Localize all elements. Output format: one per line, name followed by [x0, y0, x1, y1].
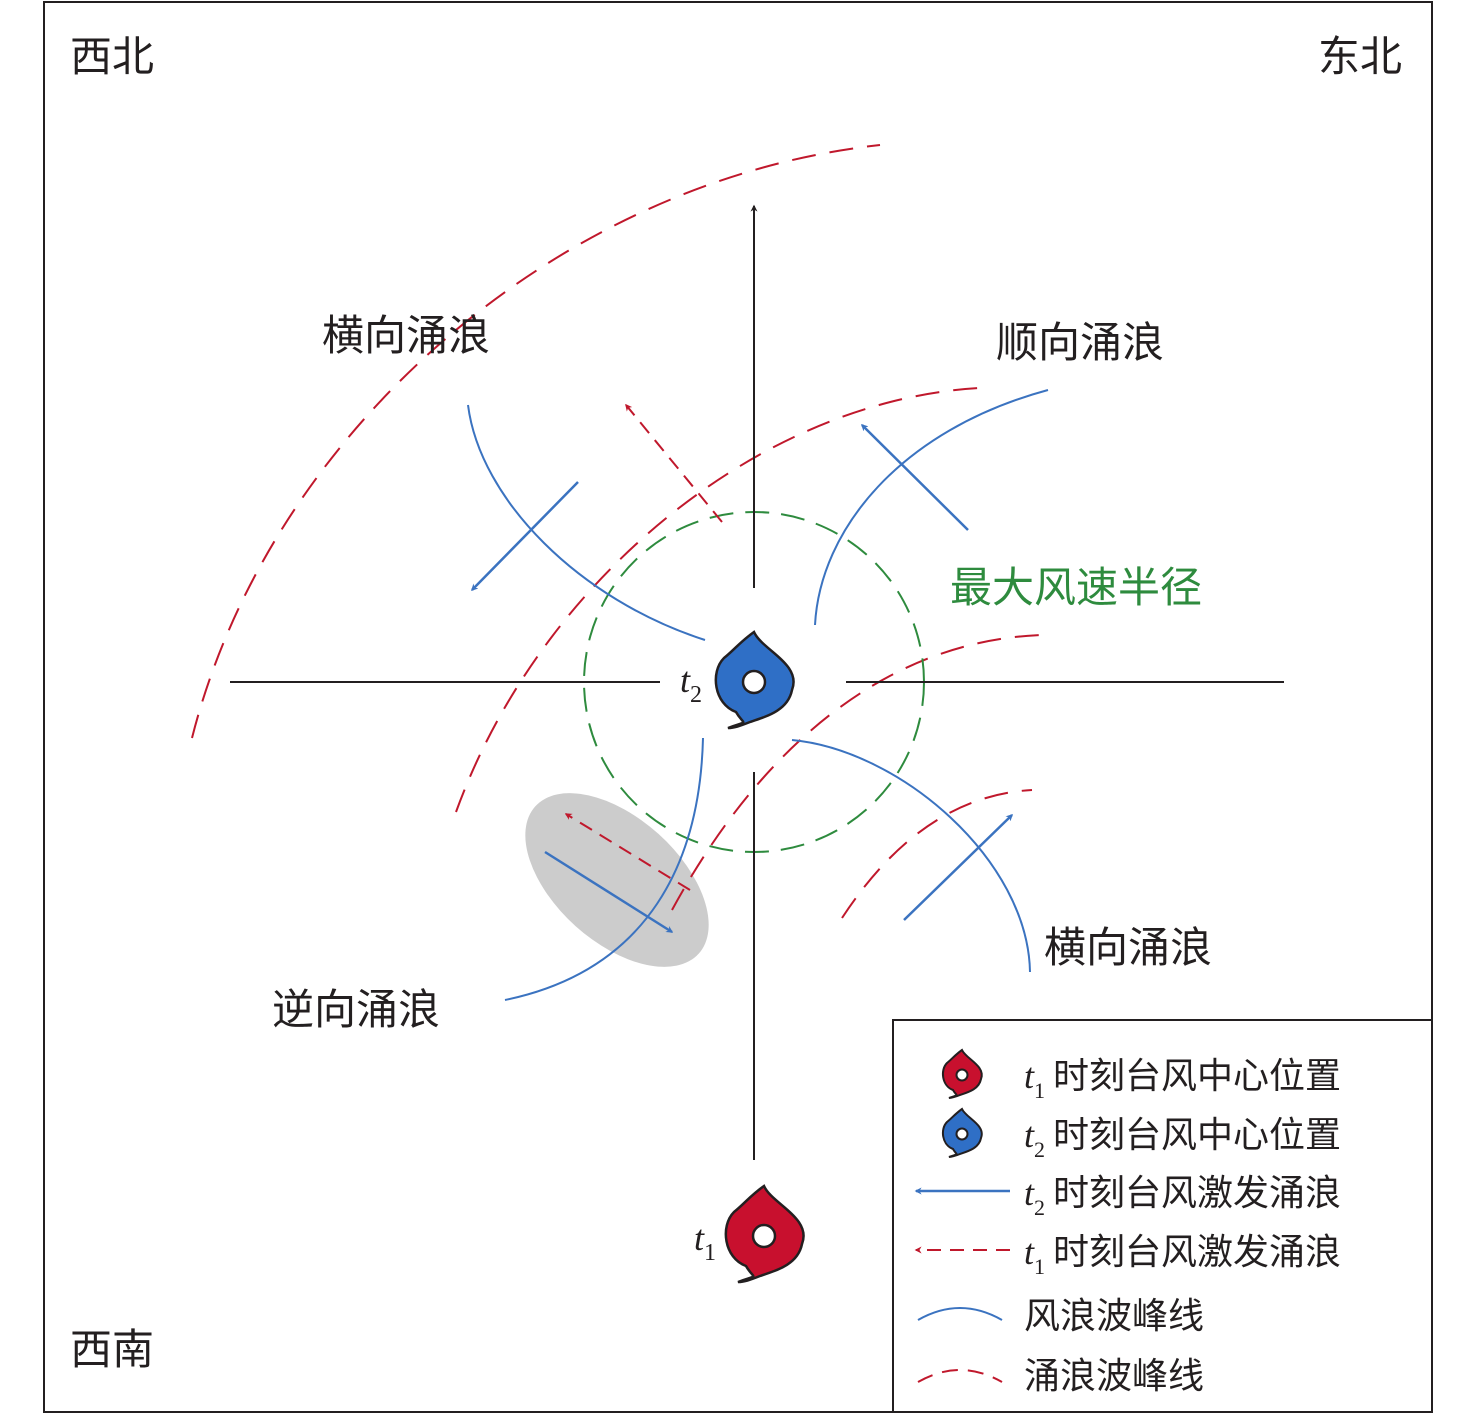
arrow-cross-swell-nw	[471, 481, 579, 591]
arrow-t1-swell-opposing	[564, 813, 691, 891]
label-cross-swell-lower: 横向涌浪	[1044, 923, 1212, 972]
legend-item-wind-wave-crest: 风浪波峰线	[1024, 1296, 1204, 1337]
label-max-wind-radius: 最大风速半径	[950, 563, 1202, 612]
t2-swell-arrows	[471, 424, 1014, 934]
corner-label-northeast: 东北	[1318, 32, 1402, 81]
arrow-opposing-wind-sea	[544, 850, 674, 934]
label-following-swell: 顺向涌浪	[996, 318, 1164, 367]
wind-wave-crest-lines	[467, 389, 1049, 1001]
typhoon-red-icon	[724, 1184, 805, 1284]
legend-item-swell-crest: 涌浪波峰线	[1024, 1356, 1204, 1397]
corner-label-northwest: 西北	[70, 32, 154, 81]
wind-wave-crest-sw	[504, 737, 704, 1001]
legend-typhoon-blue-icon	[941, 1108, 983, 1158]
corner-label-southwest: 西南	[70, 1325, 154, 1374]
opposing-swell-zone	[525, 793, 709, 967]
label-opposing-swell: 逆向涌浪	[272, 985, 440, 1034]
swell-crest-lower-right	[841, 789, 1033, 919]
swell-crest-lines	[191, 144, 1043, 919]
wind-wave-crest-se	[791, 739, 1031, 973]
legend-box	[892, 1019, 1433, 1413]
arrow-cross-swell-se	[903, 814, 1014, 921]
swell-crest-outer	[191, 144, 881, 739]
arrow-following-swell	[861, 424, 969, 531]
swell-crest-middle	[455, 387, 981, 813]
track-axes	[230, 204, 1284, 1160]
wind-wave-crest-ne	[814, 389, 1049, 626]
legend-typhoon-red-icon	[941, 1049, 983, 1099]
diagram-frame	[43, 1, 1433, 1413]
typhoon-blue-icon	[714, 630, 795, 730]
wind-wave-crest-nw	[467, 404, 706, 641]
label-cross-swell-upper: 横向涌浪	[322, 311, 490, 360]
swell-crest-inner	[671, 634, 1043, 911]
marker-label-t1: t1	[694, 1218, 716, 1266]
legend-wind-wave-line-icon	[917, 1307, 1003, 1321]
arrow-t1-swell-north	[625, 403, 723, 523]
t1-swell-arrows	[564, 403, 723, 891]
marker-label-t2: t2	[680, 660, 702, 708]
legend-swell-line-icon	[917, 1369, 1003, 1383]
